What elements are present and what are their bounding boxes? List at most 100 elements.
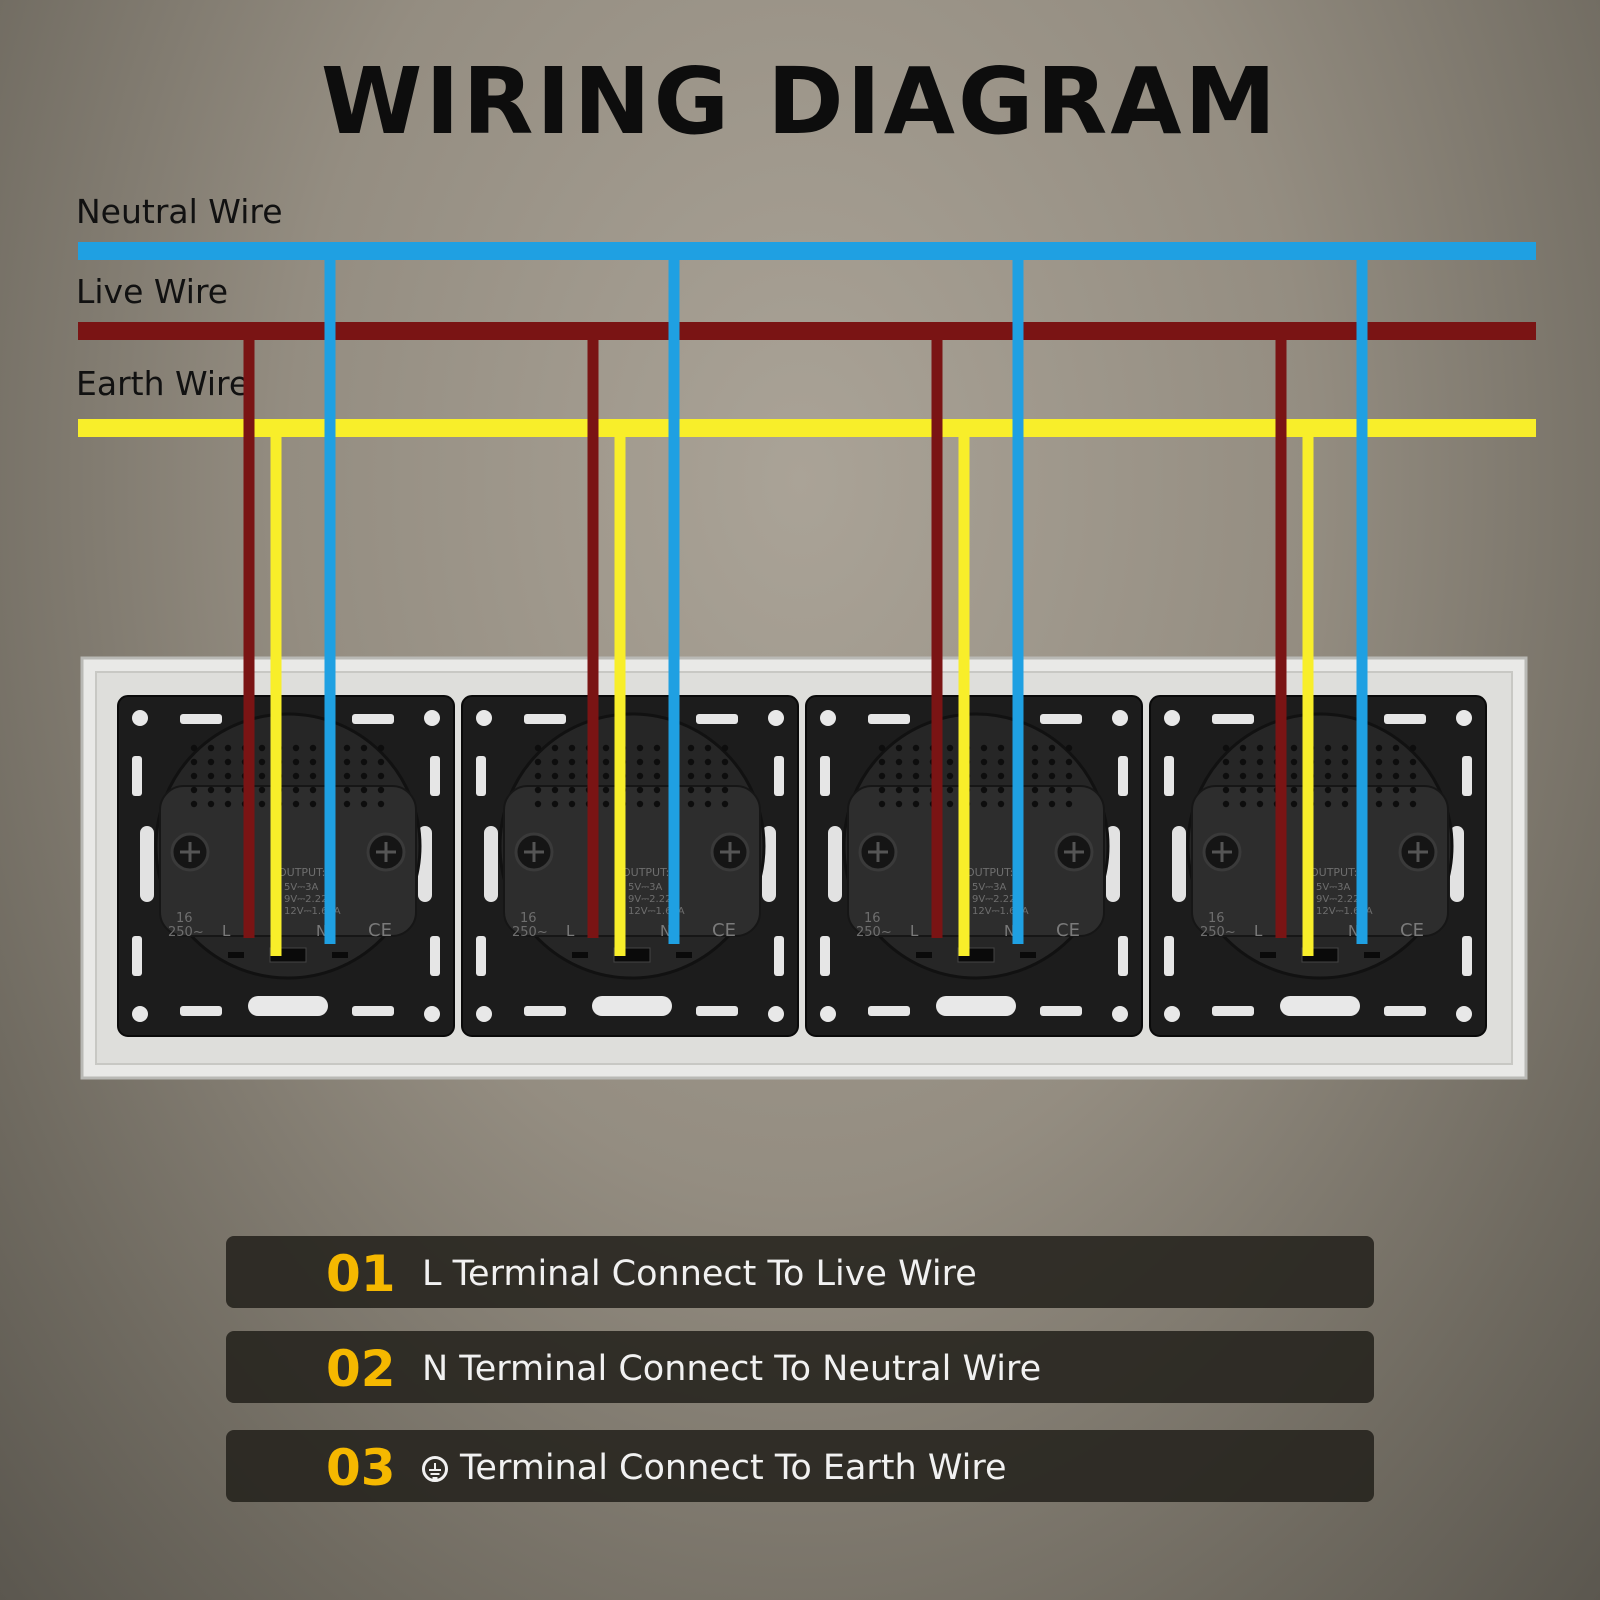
vent-hole — [534, 800, 542, 808]
vent-hole — [1239, 772, 1247, 780]
vent-hole — [687, 758, 695, 766]
vent-hole — [1048, 758, 1056, 766]
ce-mark: CE — [1056, 920, 1080, 941]
corner-hole — [132, 710, 148, 726]
vent-hole — [377, 744, 385, 752]
vent-hole — [309, 758, 317, 766]
bus-wires — [78, 242, 1536, 437]
corner-hole — [1164, 1006, 1180, 1022]
vent-hole — [534, 758, 542, 766]
vent-hole — [878, 744, 886, 752]
vent-hole — [946, 772, 954, 780]
vent-hole — [1256, 786, 1264, 794]
corner-hole — [820, 1006, 836, 1022]
vent-hole — [1065, 786, 1073, 794]
vent-hole — [224, 786, 232, 794]
vent-hole — [292, 772, 300, 780]
vent-hole — [1031, 786, 1039, 794]
vent-hole — [653, 786, 661, 794]
legend-row-2: 02 N Terminal Connect To Neutral Wire — [226, 1331, 1374, 1403]
rating-amps: 16 — [1208, 911, 1225, 926]
vent-hole — [878, 786, 886, 794]
output-spec: 5V⎓3A — [1316, 882, 1351, 893]
terminal-opening — [572, 952, 588, 958]
mounting-slot — [1212, 1006, 1254, 1016]
vent-hole — [568, 786, 576, 794]
socket-housing — [847, 785, 1105, 937]
mounting-slot — [1384, 714, 1426, 724]
vent-hole — [1065, 744, 1073, 752]
vent-hole — [377, 786, 385, 794]
vent-hole — [1290, 744, 1298, 752]
vent-hole — [1392, 772, 1400, 780]
mounting-slot — [476, 936, 486, 976]
vent-hole — [1065, 758, 1073, 766]
output-spec: 9V⎓2.22A — [972, 894, 1022, 905]
vent-hole — [292, 786, 300, 794]
vent-hole — [1341, 800, 1349, 808]
vent-hole — [343, 800, 351, 808]
vent-hole — [895, 744, 903, 752]
vent-hole — [1375, 786, 1383, 794]
corner-hole — [132, 1006, 148, 1022]
vent-hole — [895, 772, 903, 780]
vent-hole — [360, 786, 368, 794]
vent-hole — [360, 772, 368, 780]
corner-hole — [476, 710, 492, 726]
socket-housing — [503, 785, 761, 937]
terminal-opening — [332, 952, 348, 958]
vent-hole — [1290, 786, 1298, 794]
vent-hole — [1031, 744, 1039, 752]
vent-hole — [878, 758, 886, 766]
mounting-slot — [132, 936, 142, 976]
mounting-slot — [820, 936, 830, 976]
vent-hole — [1239, 758, 1247, 766]
vent-hole — [568, 772, 576, 780]
rating-volts: 250~ — [1200, 925, 1236, 940]
mounting-slot — [1212, 714, 1254, 724]
corner-hole — [768, 1006, 784, 1022]
output-label: OUTPUT: — [622, 866, 669, 879]
vent-hole — [997, 758, 1005, 766]
vent-hole — [878, 800, 886, 808]
vent-hole — [602, 800, 610, 808]
page-title: WIRING DIAGRAM — [320, 48, 1280, 155]
vent-hole — [895, 786, 903, 794]
vent-hole — [721, 800, 729, 808]
corner-hole — [1112, 710, 1128, 726]
legend-number: 01 — [326, 1245, 396, 1303]
vent-hole — [912, 772, 920, 780]
rating-amps: 16 — [520, 911, 537, 926]
output-label: OUTPUT: — [278, 866, 325, 879]
earth-wire-label: Earth Wire — [76, 364, 250, 403]
vent-hole — [1409, 786, 1417, 794]
terminal-opening — [228, 952, 244, 958]
legend-text: Terminal Connect To Earth Wire — [460, 1448, 1007, 1488]
side-clamp — [828, 826, 842, 902]
terminal-n-label: N — [660, 922, 671, 940]
vent-hole — [912, 744, 920, 752]
mounting-slot — [696, 1006, 738, 1016]
output-spec: 12V⎓1.67A — [1316, 906, 1373, 917]
terminal-opening — [676, 952, 692, 958]
vent-hole — [636, 800, 644, 808]
vent-hole — [980, 786, 988, 794]
vent-hole — [568, 800, 576, 808]
vent-hole — [551, 772, 559, 780]
vent-hole — [1409, 758, 1417, 766]
output-spec: 5V⎓3A — [284, 882, 319, 893]
vent-hole — [704, 758, 712, 766]
vent-hole — [997, 800, 1005, 808]
mounting-slot — [1164, 756, 1174, 796]
vent-hole — [377, 800, 385, 808]
ce-mark: CE — [1400, 920, 1424, 941]
earth-ground-icon — [422, 1456, 448, 1482]
vent-hole — [1048, 800, 1056, 808]
vent-hole — [895, 800, 903, 808]
vent-hole — [360, 744, 368, 752]
output-label: OUTPUT: — [1310, 866, 1357, 879]
mounting-slot — [1384, 1006, 1426, 1016]
side-clamp — [418, 826, 432, 902]
vent-hole — [721, 786, 729, 794]
